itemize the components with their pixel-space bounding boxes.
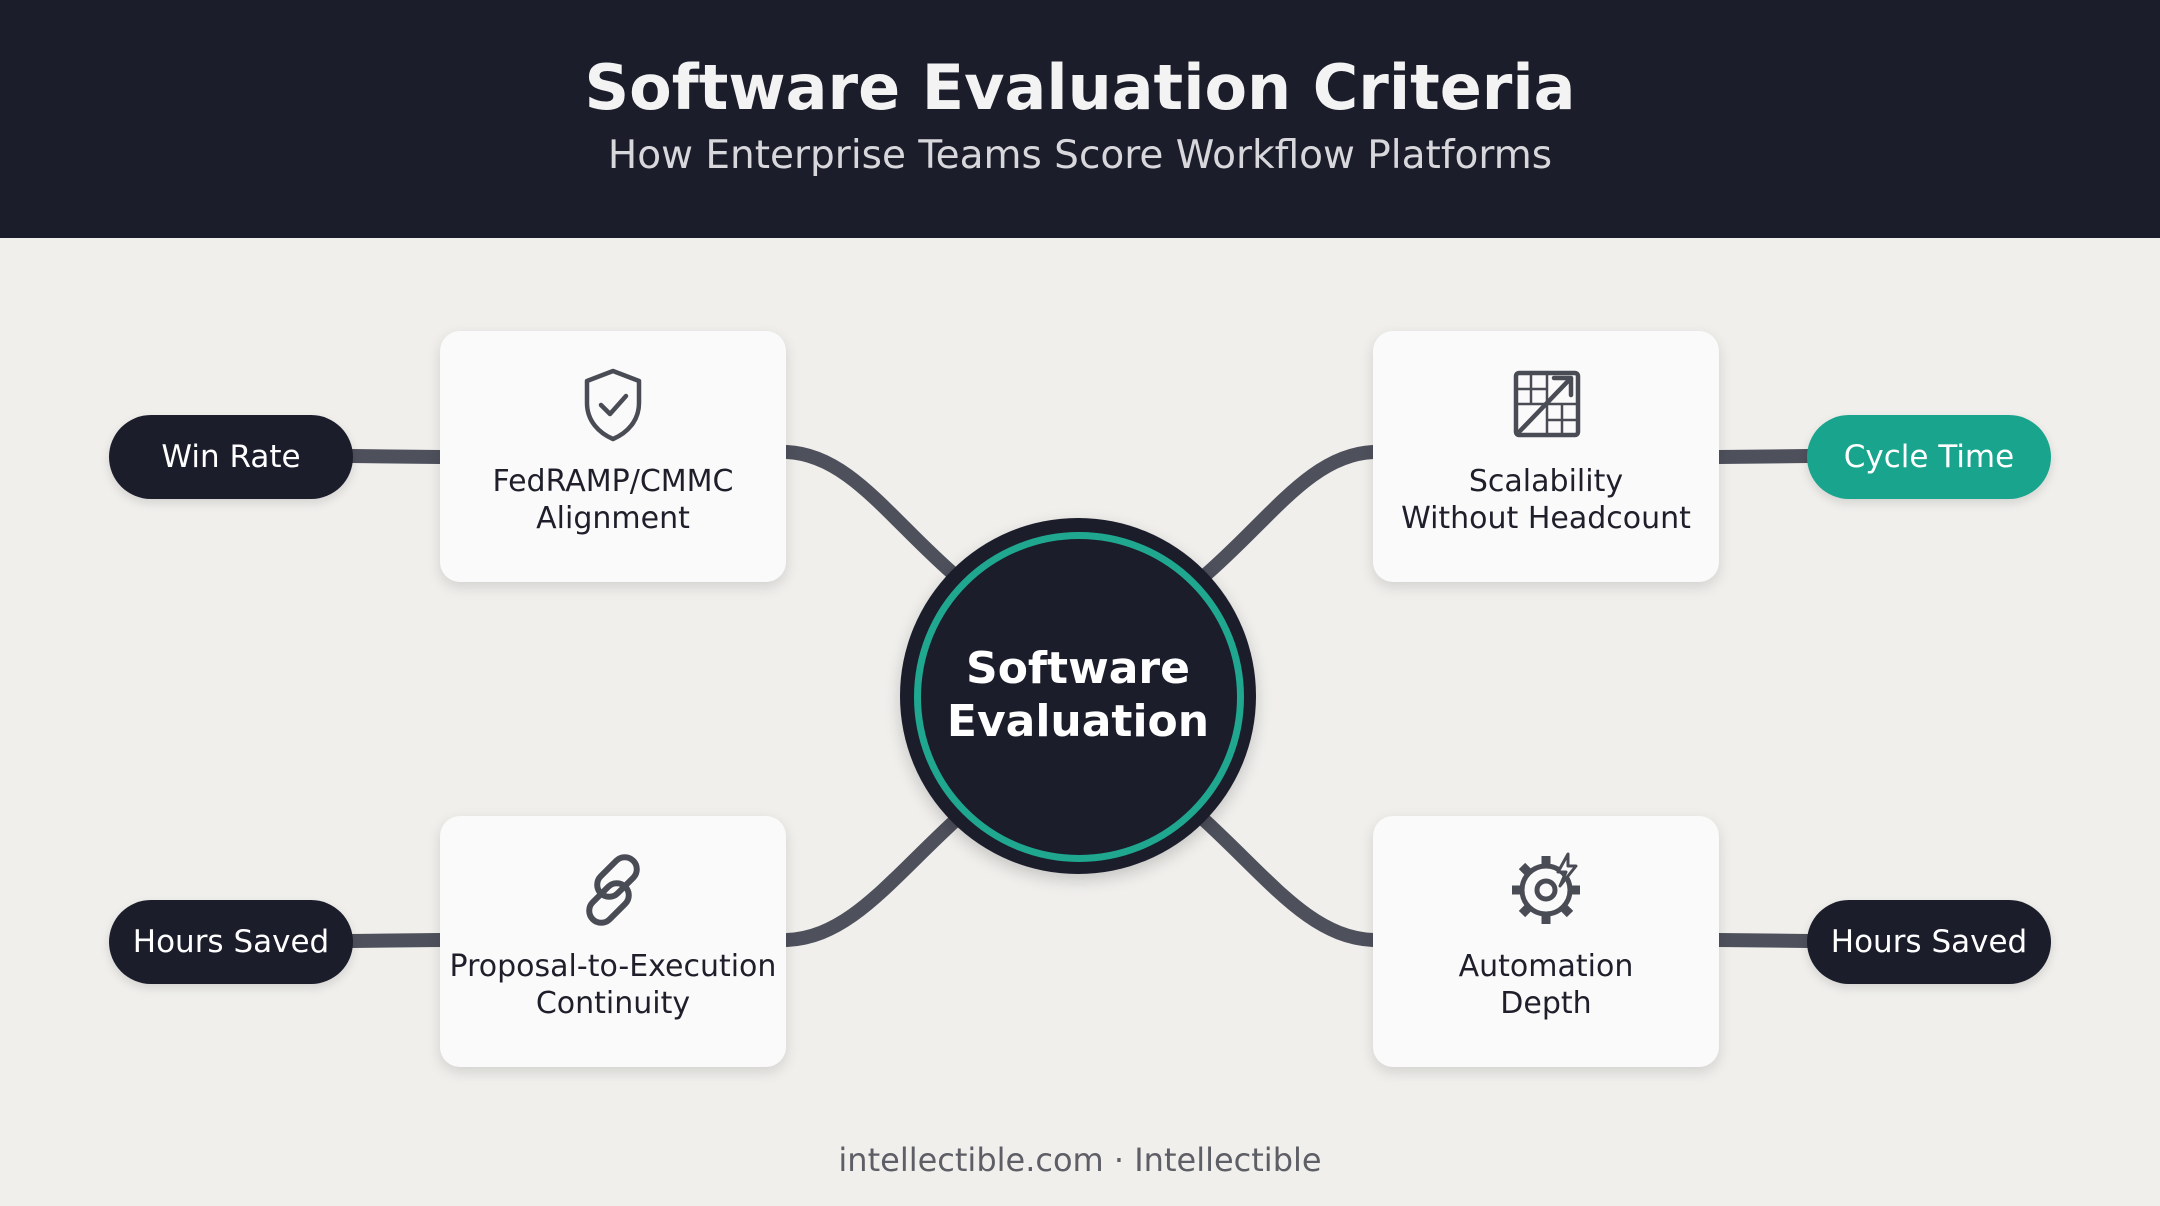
criterion-card-scalability: Scalability Without Headcount [1373,331,1719,582]
connector-hub-to-top-left [780,445,965,585]
page-title: Software Evaluation Criteria [584,51,1576,124]
criterion-label: Proposal-to-Execution Continuity [449,949,777,1021]
gear-bolt-icon [1512,852,1580,924]
connector-card-to-pill-top-right [1712,449,1815,464]
metric-pill-hours-saved-left: Hours Saved [109,900,353,984]
connector-hub-to-bottom-left [780,811,965,947]
criterion-label: Scalability Without Headcount [1401,464,1691,536]
criterion-card-fedramp: FedRAMP/CMMC Alignment [440,331,786,582]
hub-accent-ring [914,532,1244,862]
connector-hub-to-top-right [1195,445,1380,585]
criterion-label: FedRAMP/CMMC Alignment [492,464,734,536]
growth-chart-icon [1513,370,1581,438]
chain-link-icon [586,854,640,926]
connector-card-to-pill-top-left [345,449,447,464]
connector-card-to-pill-bottom-left [345,933,447,948]
hub-label: Software Evaluation [946,643,1210,747]
footer-credit: intellectible.com · Intellectible [838,1141,1322,1179]
page-subtitle: How Enterprise Teams Score Workflow Plat… [607,133,1553,178]
metric-pill-win-rate: Win Rate [109,415,353,499]
criterion-card-automation: Automation Depth [1373,816,1719,1067]
criterion-card-continuity: Proposal-to-Execution Continuity [440,816,786,1067]
connector-card-to-pill-bottom-right [1712,933,1815,948]
criterion-label: Automation Depth [1458,949,1634,1021]
connector-hub-to-bottom-right [1195,811,1380,947]
metric-pill-hours-saved-right: Hours Saved [1807,900,2051,984]
central-hub: Software Evaluation [900,518,1256,874]
header-banner: Software Evaluation Criteria How Enterpr… [0,0,2160,238]
metric-pill-cycle-time: Cycle Time [1807,415,2051,499]
shield-check-icon [584,368,642,442]
